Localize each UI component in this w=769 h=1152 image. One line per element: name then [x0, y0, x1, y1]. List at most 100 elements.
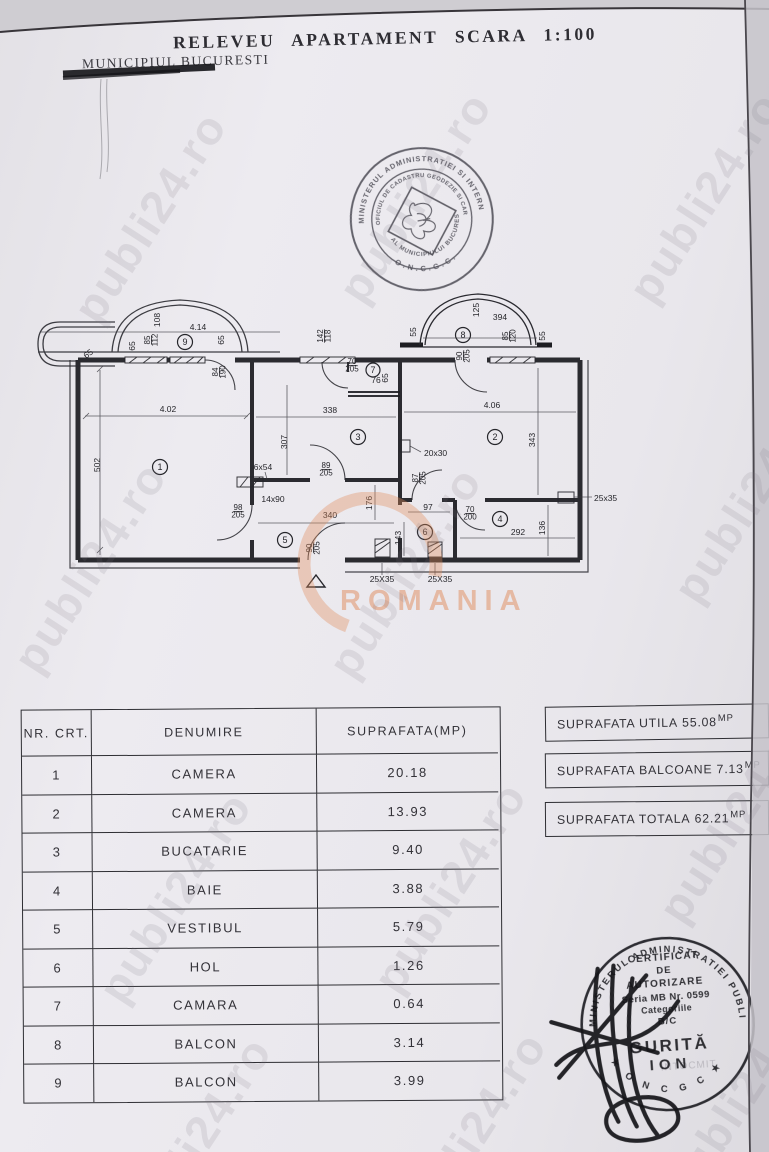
room-number: 9 [176, 333, 194, 351]
room-number-label: 5 [282, 535, 287, 545]
summary-unit: MP [744, 759, 761, 771]
stamp-categorii-label: Categoriile [641, 1002, 693, 1016]
pillar-label: 25x35 [594, 493, 617, 503]
cell-denumire: BAIE [92, 870, 319, 911]
room-number: 1 [151, 458, 169, 476]
room-number: 6 [416, 523, 434, 541]
cell-suprafata: 13.93 [317, 791, 499, 832]
watermark-text: publi24.ro [662, 382, 769, 612]
stamp-coat-of-arms [387, 186, 457, 256]
underlay-text: INTOCMIT [660, 1059, 717, 1074]
cell-suprafata: 3.14 [318, 1022, 501, 1063]
dim-label: 502 [92, 458, 102, 472]
summary-label: SUPRAFATA UTILA [556, 715, 678, 732]
door-arcs [204, 359, 488, 561]
dim-label: 4.06 [484, 400, 501, 410]
window-size-label: 85120 [501, 329, 518, 343]
door-size-label: 87205 [411, 471, 428, 485]
cell-suprafata: 3.88 [317, 868, 500, 909]
room-number: 5 [276, 531, 294, 549]
authorization-stamp: INTOCMIT MINISTERUL ADMINISTRATIEI PUBLI… [529, 895, 755, 1143]
dim-label: 4.02 [160, 404, 177, 414]
cell-nr: 8 [23, 1025, 95, 1065]
room-number: 7 [365, 362, 381, 378]
dim-label: 176 [364, 496, 374, 510]
balcony-8-outline [400, 293, 552, 348]
summary-value: 55.08 [681, 714, 717, 730]
page-title: RELEVEU APARTAMENT SCARA 1:100 [172, 23, 598, 53]
col-header-suprafata: SUPRAFATA(MP) [316, 707, 498, 755]
room-number-label: 6 [422, 527, 427, 537]
summary-unit: MP [717, 712, 734, 725]
dim-label: 76 [371, 375, 381, 385]
niche-label: 20x30 [424, 448, 447, 458]
cell-nr: 6 [23, 948, 94, 988]
watermark-logo-romania: ROMANIA [340, 585, 528, 617]
dim-label: 136 [537, 521, 547, 535]
dim-label: 55 [408, 327, 418, 337]
cell-nr: 3 [22, 833, 93, 873]
summary-label: SUPRAFATA TOTALA [556, 811, 691, 827]
svg-text:AL MUNICIPIULUI BUCURESTI: AL MUNICIPIULUI BUCURESTI [330, 134, 466, 269]
dimension-labels: 4.02 338 4.06 340 292 97 4.14 394 76 6x5… [160, 312, 526, 584]
door-size-label: 84190 [211, 365, 228, 379]
cell-suprafata: 20.18 [316, 753, 499, 794]
pillar-label: 25X35 [428, 574, 453, 584]
summary-value: 7.13 [716, 761, 744, 776]
floor-plan: 4.02 338 4.06 340 292 97 4.14 394 76 6x5… [37, 293, 617, 588]
dim-label: 125 [471, 303, 481, 317]
dim-label: 4.14 [190, 322, 207, 332]
cell-denumire: BALCON [94, 1062, 320, 1102]
window-symbols [124, 356, 575, 558]
cell-nr: 1 [21, 756, 93, 796]
ministry-cadastre-stamp: MINISTERUL ADMINISTRATIEI SI INTERNELOR … [330, 132, 494, 292]
col-header-denumire: DENUMIRE [91, 708, 317, 757]
dim-label: 97 [423, 502, 433, 512]
cell-nr: 7 [23, 987, 94, 1027]
svg-text:MINISTERUL ADMINISTRATIEI SI I: MINISTERUL ADMINISTRATIEI SI INTERNELOR [330, 132, 486, 231]
cell-suprafata: 5.79 [318, 907, 500, 948]
dim-label: 340 [323, 510, 337, 520]
vent-label: 6x54 [254, 462, 273, 472]
watermark-text: publi24.ro [617, 82, 769, 312]
stamp-line: DE [656, 965, 672, 977]
dim-label: 394 [493, 312, 507, 322]
dim-label: 108 [152, 313, 162, 327]
dim-label: 338 [323, 405, 337, 415]
cell-denumire: BALCON [93, 1024, 320, 1065]
entrance-arrow [305, 573, 327, 588]
dim-label: 55 [537, 331, 547, 341]
room-number-label: 1 [157, 462, 162, 472]
door-size-label: 90205 [305, 541, 322, 555]
plan-outlines [69, 360, 589, 573]
cell-denumire: CAMERA [92, 793, 318, 834]
cell-denumire: HOL [93, 947, 319, 988]
stamp-ring-text: AL MUNICIPIULUI BUCURESTI [330, 134, 466, 269]
room-numbers: 1 2 3 4 5 6 7 8 9 [151, 326, 509, 549]
cell-nr: 4 [22, 871, 94, 911]
cell-denumire: VESTIBUL [93, 908, 319, 949]
room-number: 8 [454, 326, 472, 344]
pen-scribble [62, 63, 216, 180]
summary-label: SUPRAFATA BALCOANE [556, 761, 713, 778]
cell-nr: 9 [24, 1064, 95, 1103]
room-number-label: 8 [460, 330, 465, 340]
leader-labels: 20x30 25x35 [424, 448, 617, 503]
cell-suprafata: 0.64 [318, 984, 500, 1025]
cell-suprafata: 1.26 [318, 945, 500, 986]
stamp-line: CERTIFICAT [627, 950, 698, 966]
closet-walls [347, 362, 400, 397]
cell-denumire: BUCATARIE [92, 831, 318, 872]
